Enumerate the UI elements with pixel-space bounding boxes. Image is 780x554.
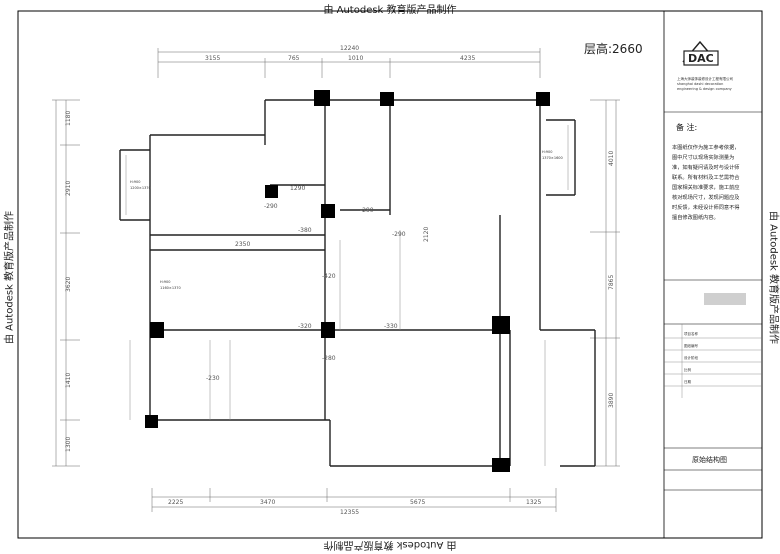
window-3-height: H:900 — [160, 280, 171, 284]
dim-bottom-3: 5675 — [410, 499, 425, 506]
company-line-1: 上海大师装饰装修设计工程有限公司 — [677, 76, 733, 81]
info-row-5: 日期 — [684, 379, 692, 384]
room-dim-2: 2350 — [235, 241, 250, 248]
dim-top-total: 12240 — [340, 45, 359, 52]
info-row-3: 设计阶段 — [684, 355, 698, 360]
dim-bottom-1: 2225 — [168, 499, 183, 506]
beam-label-1: -290 — [264, 203, 278, 210]
dim-bottom-4: 1325 — [526, 499, 541, 506]
dim-left-3: 3620 — [65, 277, 72, 292]
beam-label-3: -290 — [392, 231, 406, 238]
dim-right-3: 3890 — [608, 393, 615, 408]
drawing-frame — [18, 11, 762, 538]
beam-label-2: -290 — [360, 207, 374, 214]
walls — [120, 100, 595, 470]
floor-height: 层高:2660 — [584, 41, 643, 56]
notes-title: 备 注: — [676, 122, 697, 132]
room-dim-3: 2120 — [423, 227, 430, 242]
dim-left-2: 2910 — [65, 181, 72, 196]
beam-label-6: -320 — [298, 323, 312, 330]
company-line-2: shanghai dashi decoration — [677, 82, 723, 86]
company-line-3: engineering & design company — [677, 87, 732, 91]
dim-top-1: 3155 — [205, 55, 220, 62]
window-2-size: 1370×1600 — [542, 156, 563, 160]
dim-right-1: 4010 — [608, 151, 615, 166]
structural-columns — [145, 90, 550, 472]
beam-label-5: -420 — [322, 273, 336, 280]
dim-top-3: 1010 — [348, 55, 363, 62]
notes-text: 本图纸仅作为施工参考依据，图中尺寸以现场实际测量为准，如有疑问请及时与设计师联系… — [672, 143, 740, 223]
logo-text: DAC — [688, 52, 714, 65]
dim-left-4: 1410 — [65, 373, 72, 388]
window-3-size: 1160×1370 — [160, 286, 181, 290]
blurred-stamp — [704, 293, 746, 305]
dim-top-4: 4235 — [460, 55, 475, 62]
window-1-size: 1200×1370 — [130, 186, 151, 190]
info-table: 项目名称 图纸编号 设计阶段 比例 日期 — [664, 324, 762, 398]
dim-bottom-total: 12355 — [340, 509, 359, 516]
top-dimensions — [158, 48, 540, 78]
window-1-height: H:900 — [130, 180, 141, 184]
dim-right-2: 7865 — [608, 275, 615, 290]
room-dim-1: 1290 — [290, 185, 305, 192]
dim-left-5: 1300 — [65, 437, 72, 452]
dim-top-2: 765 — [288, 55, 300, 62]
dim-left-1: 1180 — [65, 111, 72, 126]
thin-lines — [126, 125, 568, 466]
beam-label-9: -230 — [206, 375, 220, 382]
info-row-1: 项目名称 — [684, 331, 698, 336]
dac-logo: DAC — [683, 42, 718, 65]
beam-label-7: -330 — [384, 323, 398, 330]
beam-label-4: -380 — [298, 227, 312, 234]
dim-bottom-2: 3470 — [260, 499, 275, 506]
info-row-2: 图纸编号 — [684, 343, 698, 348]
beam-label-8: -280 — [322, 355, 336, 362]
sheet-name: 原始结构图 — [692, 455, 727, 464]
window-2-height: H:900 — [542, 150, 553, 154]
info-row-4: 比例 — [684, 367, 692, 372]
